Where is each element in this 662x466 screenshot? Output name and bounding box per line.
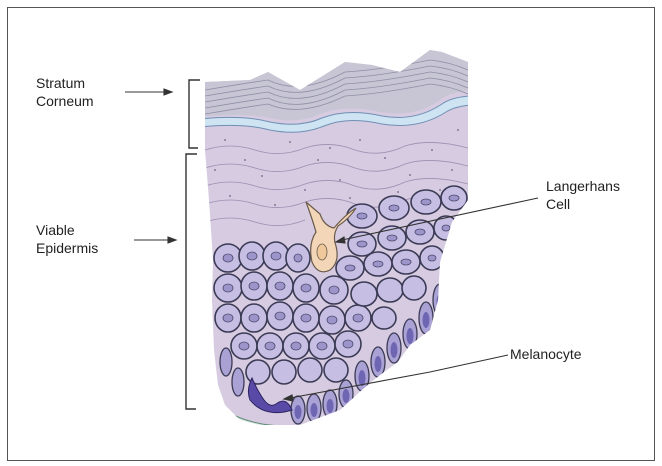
langerhans-cell-label: Langerhans Cell xyxy=(546,177,620,213)
melanocyte-label: Melanocyte xyxy=(510,345,582,363)
stratum-corneum-label: Stratum Corneum xyxy=(36,74,94,110)
viable-epidermis-bracket xyxy=(186,154,197,409)
viable-epidermis-label-line1: Viable xyxy=(36,221,98,239)
langerhans-cell-label-line2: Cell xyxy=(546,195,620,213)
stratum-corneum-label-line1: Stratum xyxy=(36,74,94,92)
langerhans-nucleus xyxy=(317,244,327,260)
stratum-corneum-bracket xyxy=(189,80,200,148)
viable-epidermis-label-line2: Epidermis xyxy=(36,239,98,257)
viable-epidermis-label: Viable Epidermis xyxy=(36,221,98,257)
langerhans-cell-label-line1: Langerhans xyxy=(546,177,620,195)
stratum-corneum-label-line2: Corneum xyxy=(36,92,94,110)
